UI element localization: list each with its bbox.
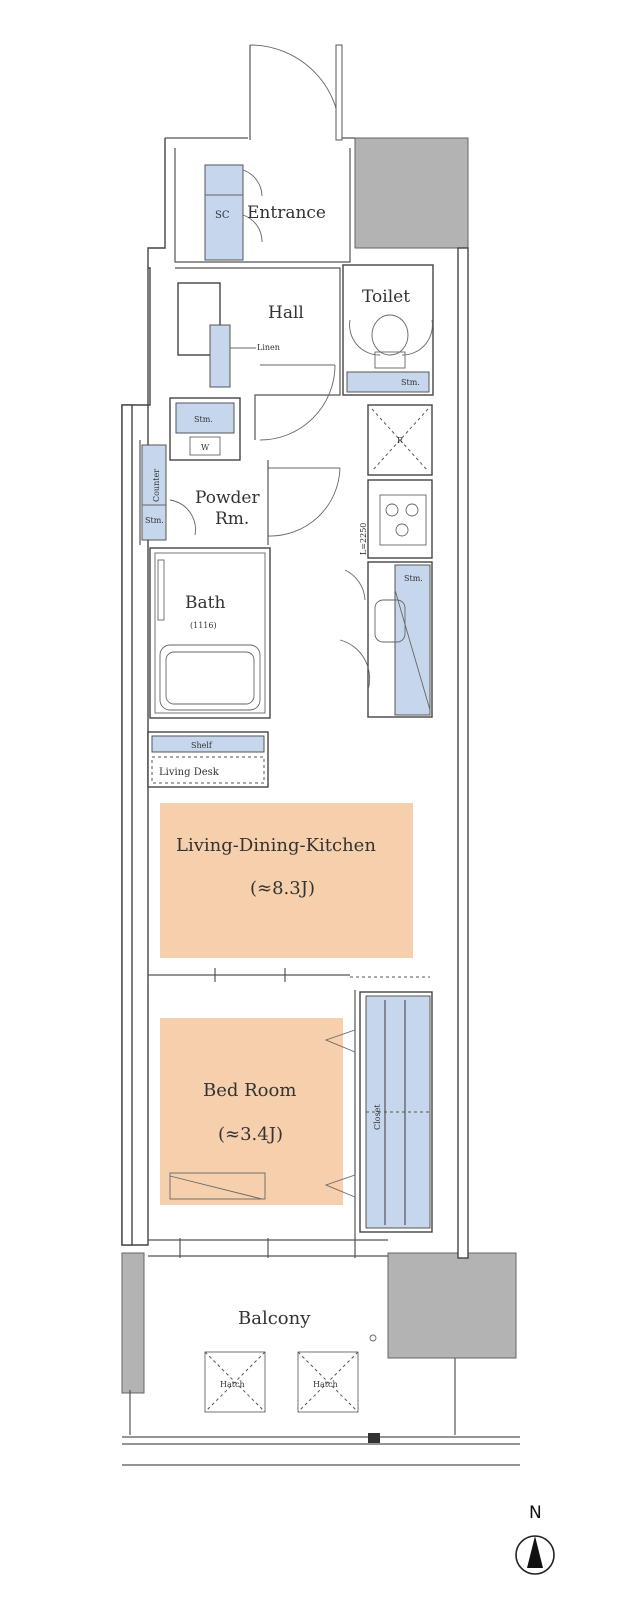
hall-label: Hall xyxy=(268,303,304,323)
kitchen: R L=2250 Stm. xyxy=(339,404,433,718)
bath-size-label: (1116) xyxy=(190,621,217,630)
washer-label: W xyxy=(201,443,210,452)
living-desk xyxy=(151,756,265,784)
structural-wall-bottom-left xyxy=(121,1252,145,1394)
linen-closet xyxy=(209,324,231,388)
toilet-room: Toilet Stm. xyxy=(342,264,434,396)
hatch-1-label: Hatch xyxy=(220,1380,245,1389)
shelf xyxy=(151,735,265,753)
balcony-window xyxy=(148,1238,388,1258)
shelf-label: Shelf xyxy=(191,741,213,750)
entry-door xyxy=(249,44,343,141)
kitchen-sink xyxy=(374,599,406,643)
counter-storage xyxy=(141,444,167,541)
sliding-partition xyxy=(148,968,430,982)
bathtub xyxy=(159,644,261,711)
bedroom-fill xyxy=(160,1018,343,1205)
ldk-label: Living-Dining-Kitchen xyxy=(176,835,376,856)
living-desk-label: Living Desk xyxy=(159,767,220,778)
bath-label: Bath xyxy=(185,593,225,613)
ldk-area-label: (≈8.3J) xyxy=(250,878,315,899)
toilet-storage-label: Stm. xyxy=(401,378,420,387)
structural-column-bottom-right xyxy=(387,1252,517,1359)
stove xyxy=(367,479,433,559)
drain-grate xyxy=(368,1433,380,1443)
bedroom-label: Bed Room xyxy=(203,1080,296,1101)
kitchen-storage-label: Stm. xyxy=(404,574,423,583)
balcony: Balcony Hatch Hatch xyxy=(122,1308,520,1466)
hatch-2-label: Hatch xyxy=(313,1380,338,1389)
north-compass: N xyxy=(515,1503,555,1575)
laundry-storage-label: Stm. xyxy=(194,415,213,424)
bedroom-hatch xyxy=(169,1172,266,1200)
entrance-label: Entrance xyxy=(247,203,326,223)
washer xyxy=(189,436,221,456)
hatch-2 xyxy=(297,1351,359,1413)
closet: Closet xyxy=(359,991,433,1233)
powder-room-label-1: Powder xyxy=(195,488,260,508)
north-arrow-icon xyxy=(527,1536,543,1568)
refrigerator-label: R xyxy=(397,436,404,445)
hatch-1 xyxy=(204,1351,266,1413)
balcony-drain xyxy=(369,1334,377,1342)
bedroom: Bed Room (≈3.4J) xyxy=(147,985,356,1238)
bathroom: Bath (1116) xyxy=(149,547,271,719)
closet-label: Closet xyxy=(373,1104,382,1130)
ldk-fill xyxy=(160,803,413,958)
linen-label: Linen xyxy=(257,343,280,352)
powder-room-label-2: Rm. xyxy=(215,509,249,529)
outer-walls xyxy=(121,137,469,1259)
toilet-storage xyxy=(346,371,430,393)
toilet-bowl xyxy=(371,314,409,356)
powder-storage-label: Stm. xyxy=(145,516,164,525)
sc-label: SC xyxy=(215,210,230,221)
powder-room: Counter Stm. Powder Rm. xyxy=(139,440,341,545)
structural-column-top-right xyxy=(354,137,469,249)
ldk-room: Living-Dining-Kitchen (≈8.3J) xyxy=(160,803,413,958)
living-desk-area: Shelf Living Desk xyxy=(147,731,269,788)
laundry-area: Stm. W xyxy=(169,397,241,461)
bedroom-area-label: (≈3.4J) xyxy=(218,1124,283,1145)
balcony-label: Balcony xyxy=(238,1308,311,1329)
counter-label: Counter xyxy=(152,469,161,502)
kitchen-size-label: L=2250 xyxy=(359,523,368,555)
north-label: N xyxy=(529,1503,542,1523)
toilet-label: Toilet xyxy=(362,287,410,307)
shoe-closet xyxy=(204,164,244,261)
